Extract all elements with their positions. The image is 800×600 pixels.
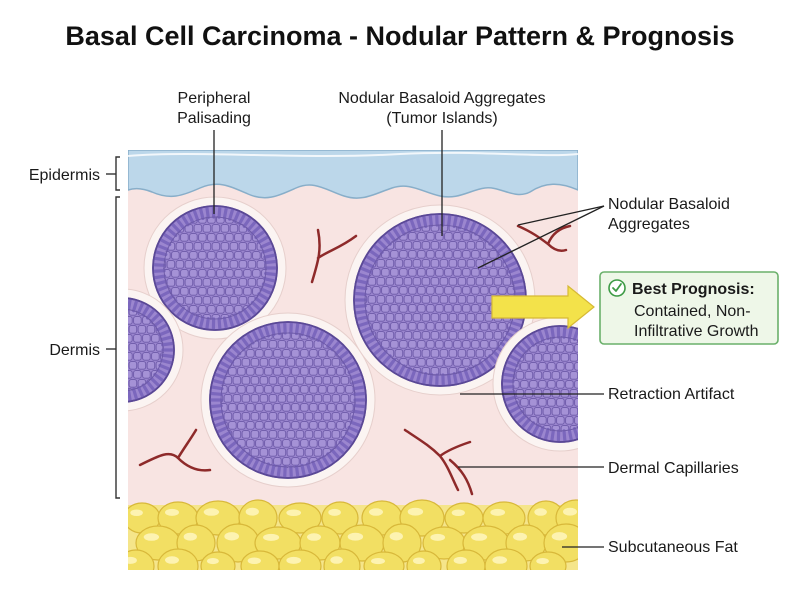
fat-cells: [128, 499, 578, 570]
dermis-bracket: [106, 196, 120, 499]
fat-cell: [240, 550, 280, 570]
fat-cell: [200, 551, 236, 570]
fat-cell: [323, 548, 361, 570]
checkmark-icon: [608, 279, 626, 297]
subcutaneous-fat-label: Subcutaneous Fat: [608, 539, 738, 556]
fat-cell: [529, 551, 567, 570]
peripheral-palisading-label-1: Peripheral: [178, 90, 251, 107]
epidermis-bracket: [106, 156, 120, 191]
fat-cell: [484, 548, 528, 570]
tumor-nodule: [128, 288, 184, 412]
fat-cell: [406, 550, 442, 570]
dermal-capillaries-label: Dermal Capillaries: [608, 460, 739, 477]
prognosis-callout: Best Prognosis: Contained, Non- Infiltra…: [599, 271, 779, 345]
tumor-nodule: [143, 196, 287, 340]
fat-cell: [278, 549, 322, 570]
retraction-artifact-label: Retraction Artifact: [608, 386, 735, 403]
tumor-islands-label-2: (Tumor Islands): [386, 110, 497, 127]
fat-cell: [363, 551, 405, 570]
fat-cell: [128, 549, 155, 570]
nodular-aggregates-label-2: Aggregates: [608, 216, 690, 233]
page-title: Basal Cell Carcinoma - Nodular Pattern &…: [65, 21, 734, 51]
epidermis-label: Epidermis: [29, 167, 100, 184]
epidermis-layer: [128, 150, 578, 199]
prognosis-heading: Best Prognosis:: [632, 281, 755, 298]
dermis-label: Dermis: [49, 342, 100, 359]
tumor-nodule: [492, 316, 578, 452]
prognosis-line-1: Contained, Non-: [634, 303, 751, 320]
fat-cell: [446, 549, 486, 570]
tumor-islands-label-1: Nodular Basaloid Aggregates: [338, 90, 545, 107]
prognosis-line-2: Infiltrative Growth: [634, 323, 758, 340]
nodular-leader-1: [477, 205, 605, 269]
tumor-nodule: [200, 312, 376, 488]
nodular-leader-2: [517, 205, 605, 226]
fat-cell: [157, 548, 199, 570]
peripheral-palisading-label-2: Palisading: [177, 110, 251, 127]
tissue-block: [128, 150, 578, 570]
dermal-capillaries: [138, 224, 572, 496]
tumor-nodules: [128, 196, 578, 488]
prognosis-arrow: [491, 284, 595, 330]
nodular-aggregates-label-1: Nodular Basaloid: [608, 196, 730, 213]
